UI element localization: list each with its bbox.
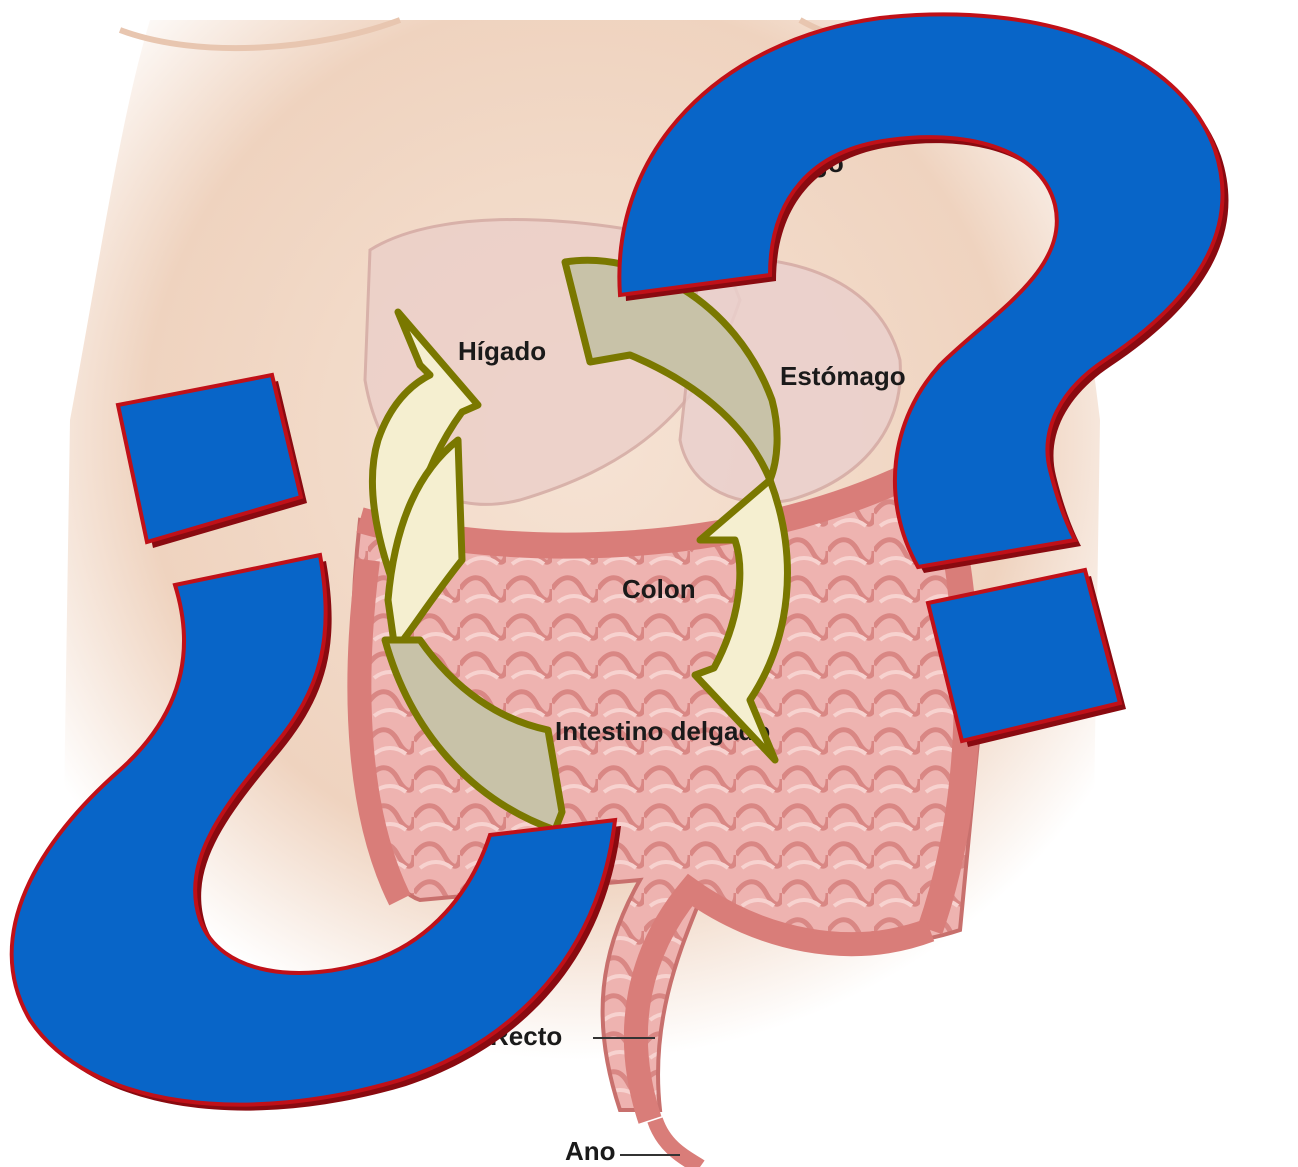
label-estomago: Estómago [780,361,906,391]
label-higado: Hígado [458,336,546,366]
label-colon: Colon [622,574,696,604]
label-ano: Ano [565,1136,616,1166]
